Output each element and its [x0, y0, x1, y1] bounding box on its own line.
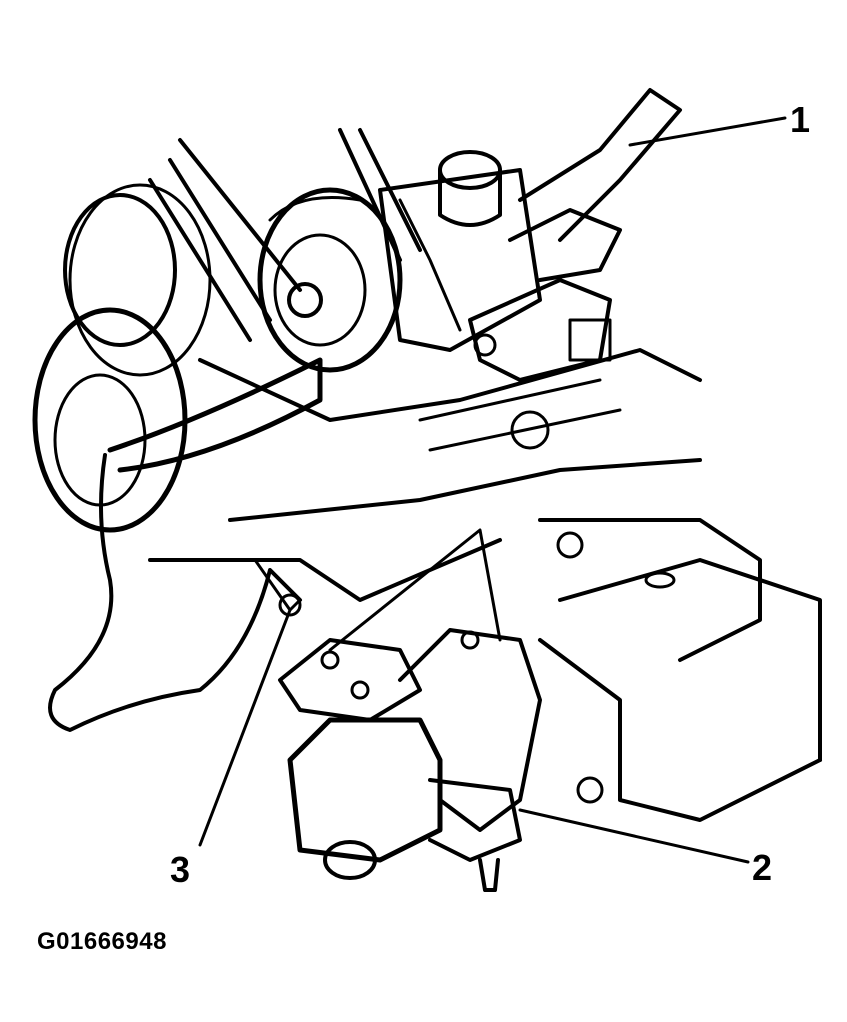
steering-gear	[278, 628, 542, 892]
callout-3-label: 3	[170, 849, 191, 890]
frame-rail	[538, 518, 822, 822]
pump-pulley	[257, 187, 403, 373]
accessory-pulleys	[32, 128, 422, 533]
engine-block	[148, 348, 702, 602]
callout-1-label: 1	[790, 99, 811, 140]
leader-lines	[198, 116, 787, 864]
callout-2-label: 2	[752, 847, 773, 888]
pump-reservoir	[378, 150, 542, 352]
upper-hose-fittings	[468, 88, 682, 382]
figure-id: G01666948	[37, 928, 167, 955]
